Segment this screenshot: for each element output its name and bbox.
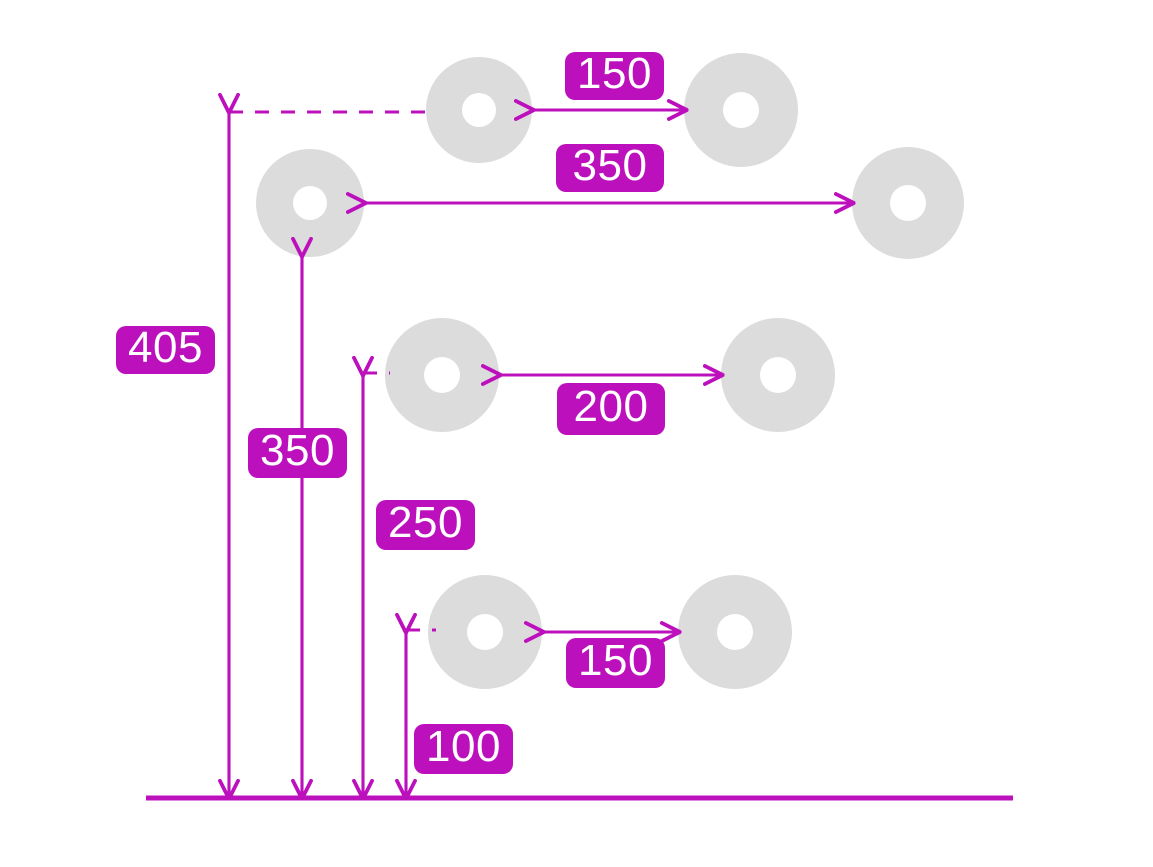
hole-top-left-bore xyxy=(462,93,496,127)
hole-top-left xyxy=(426,57,532,163)
hole-upper-left-bore xyxy=(293,186,327,220)
hole-middle-right xyxy=(721,318,835,432)
dim-100-label: 100 xyxy=(414,724,513,774)
hole-middle-left xyxy=(385,318,499,432)
hole-bottom-right-bore xyxy=(717,614,753,650)
hole-middle-right-bore xyxy=(760,357,796,393)
hole-top-right-bore xyxy=(723,92,759,128)
dim-405-label: 405 xyxy=(116,326,215,374)
hole-upper-right xyxy=(852,147,964,259)
dim-350-left-label: 350 xyxy=(248,428,347,478)
dim-200-middle-label: 200 xyxy=(557,383,665,435)
dim-150-top-label: 150 xyxy=(565,52,664,100)
hole-upper-right-bore xyxy=(890,185,926,221)
dim-350-top-label: 350 xyxy=(556,144,664,192)
hole-bottom-left xyxy=(428,575,542,689)
hole-bottom-right xyxy=(678,575,792,689)
dimension-line-group xyxy=(229,110,853,798)
hole-top-right xyxy=(684,53,798,167)
dim-150-bottom-label: 150 xyxy=(566,638,665,688)
hole-middle-left-bore xyxy=(424,357,460,393)
dim-250-label: 250 xyxy=(376,500,475,550)
hole-group xyxy=(256,53,964,689)
hole-upper-left xyxy=(256,149,364,257)
hole-bottom-left-bore xyxy=(467,614,503,650)
